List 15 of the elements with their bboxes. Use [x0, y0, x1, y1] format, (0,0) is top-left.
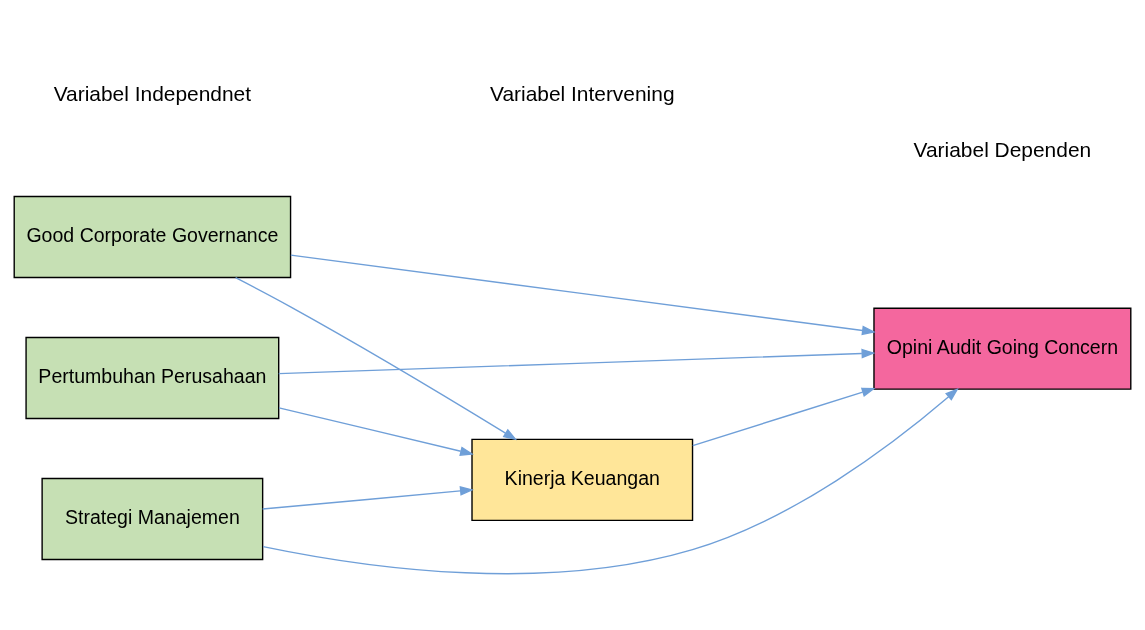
label: Variabel Independnet — [53, 81, 252, 105]
arrow — [692, 387, 876, 447]
node-box: Opini Audit Going Concern — [873, 307, 1132, 390]
arrow — [290, 254, 876, 336]
arrow — [262, 387, 959, 575]
arrow — [234, 276, 518, 441]
arrow — [278, 348, 876, 375]
node-box: Kinerja Keuangan — [471, 438, 694, 522]
node-box: Pertumbuhan Perusahaan — [25, 336, 280, 420]
node-box: Good Corporate Governance — [13, 195, 292, 279]
arrow — [278, 407, 474, 456]
label: Variabel Dependen — [913, 137, 1092, 161]
node-box: Strategi Manajemen — [41, 477, 264, 561]
label: Variabel Intervening — [490, 81, 675, 105]
arrow — [261, 486, 474, 510]
